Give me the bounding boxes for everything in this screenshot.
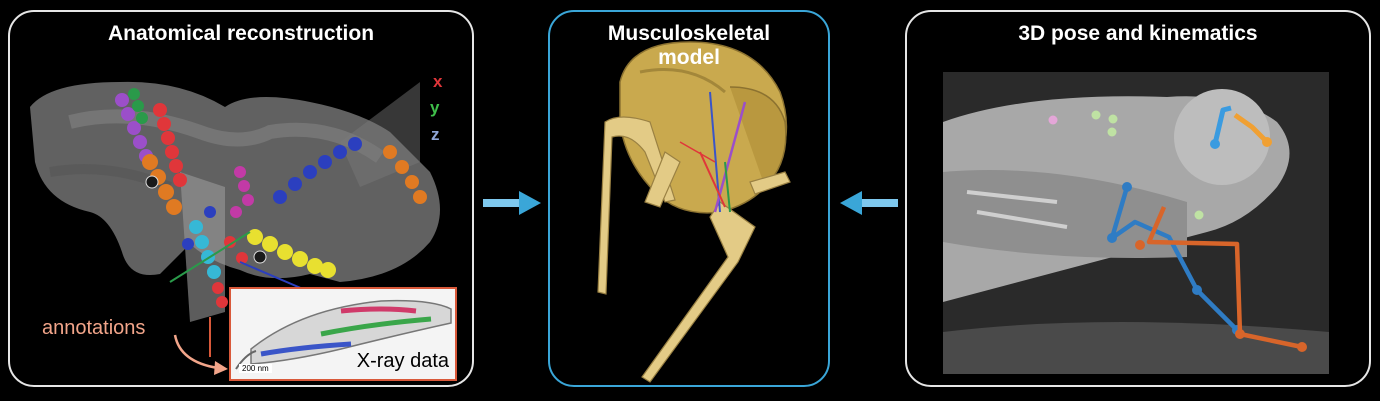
musculoskeletal-model-panel: Musculoskeletal model bbox=[548, 10, 830, 387]
arrow-right-icon bbox=[483, 191, 541, 215]
annotations-arrow bbox=[173, 334, 228, 375]
fly-video-frame bbox=[943, 72, 1329, 374]
y-axis-label: y bbox=[430, 98, 440, 117]
xray-data-inset: 200 nm X-ray data bbox=[229, 287, 457, 381]
musculoskeletal-model-title-text: Musculoskeletal model bbox=[607, 22, 771, 69]
xray-leg-image bbox=[235, 299, 452, 370]
pose-kinematics-title: 3D pose and kinematics bbox=[1018, 22, 1258, 45]
arrow-left-icon bbox=[840, 191, 898, 215]
musculoskeletal-model-title: Musculoskeletal model bbox=[550, 22, 828, 70]
anatomical-reconstruction-title: Anatomical reconstruction bbox=[107, 22, 375, 45]
z-axis-label: z bbox=[431, 125, 440, 144]
xray-data-label: X-ray data bbox=[356, 350, 449, 372]
pose-skeleton-orange bbox=[1135, 112, 1307, 352]
anatomical-reconstruction-panel: Anatomical reconstruction x y z bbox=[8, 10, 474, 387]
annotations-label: annotations bbox=[42, 317, 146, 339]
musculoskeletal-model-render bbox=[597, 41, 791, 383]
x-axis-label: x bbox=[433, 72, 443, 91]
scale-bar: 200 nm bbox=[239, 364, 272, 373]
pose-kinematics-panel: 3D pose and kinematics bbox=[905, 10, 1371, 387]
xray-volume-rendering bbox=[30, 81, 440, 357]
